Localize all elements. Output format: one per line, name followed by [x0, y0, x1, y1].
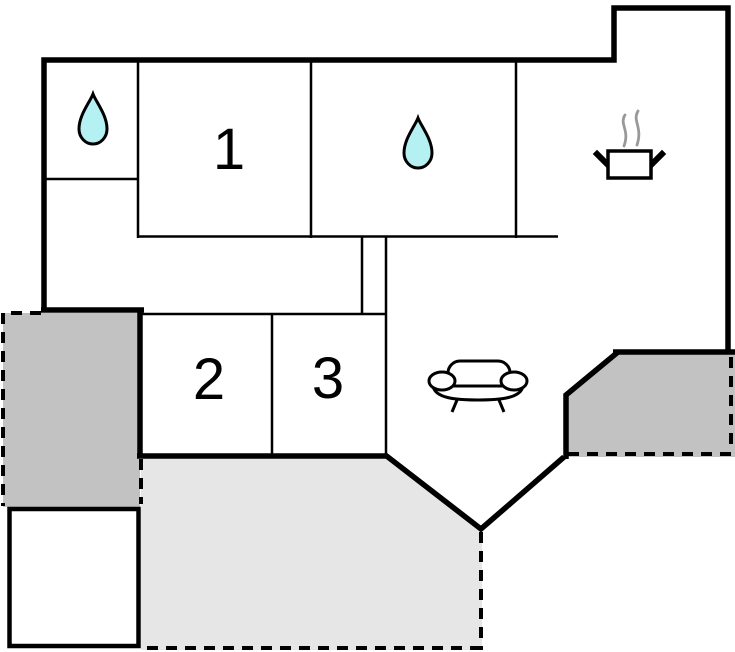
sofa-icon [427, 359, 529, 413]
dashed-boundaries [1, 311, 733, 650]
living-right-wall [563, 349, 620, 459]
pot-body [606, 149, 653, 180]
room-3-label: 3 [312, 346, 344, 411]
room-1-label: 1 [213, 117, 245, 182]
sofa-leg-left [450, 399, 459, 413]
patio-bottom-area [141, 457, 482, 650]
water-drop-icon [402, 113, 434, 170]
sofa-leg-right [497, 399, 506, 413]
outbuilding [7, 506, 141, 649]
sofa-armrest-right [499, 370, 529, 392]
terrace-left-dashed-edge [1, 311, 41, 506]
steam-line-left [621, 113, 628, 148]
outer-wall-main [41, 5, 731, 350]
interior-walls [42, 59, 558, 456]
room-labels: 1 2 3 [193, 117, 344, 412]
terrace-areas [3, 313, 735, 650]
cooking-pot-icon [592, 109, 667, 180]
room-2-label: 2 [193, 347, 225, 412]
water-drop-icon [77, 89, 109, 146]
terrace-right-area [566, 351, 735, 457]
steam-line-right [634, 109, 641, 147]
sofa-armrest-left [427, 370, 457, 392]
sofa-skirt [431, 384, 525, 402]
living-v-wall [382, 451, 566, 533]
terrace-left-area [3, 313, 140, 507]
exterior-walls [41, 5, 735, 533]
